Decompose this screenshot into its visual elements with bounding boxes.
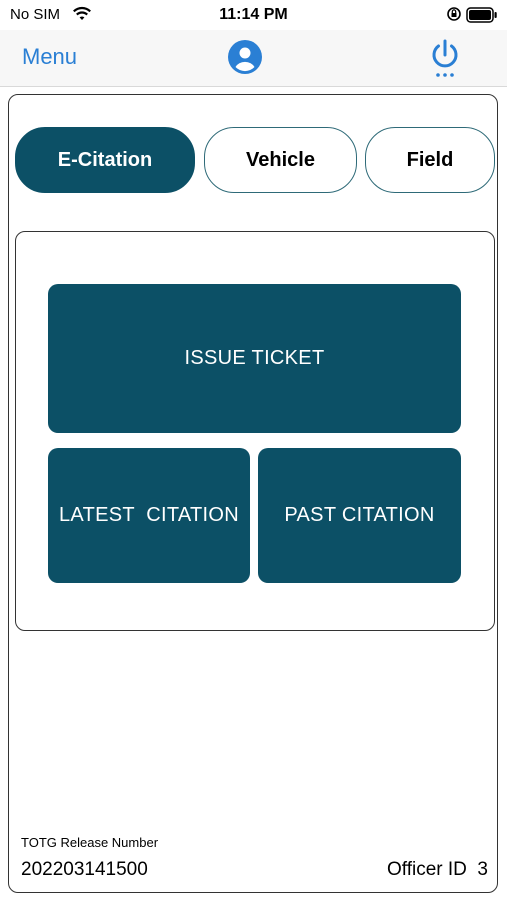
tab-vehicle[interactable]: Vehicle (204, 127, 357, 193)
issue-ticket-button[interactable]: ISSUE TICKET (48, 284, 461, 433)
latest-citation-button[interactable]: LATEST CITATION (48, 448, 250, 583)
citation-actions-panel: ISSUE TICKET LATEST CITATION PAST CITATI… (15, 231, 495, 631)
status-time: 11:14 PM (219, 6, 288, 23)
tab-bar: E-Citation Vehicle Field (15, 127, 495, 193)
wifi-icon (72, 6, 92, 27)
menu-button[interactable]: Menu (22, 44, 78, 69)
power-icon[interactable] (428, 38, 462, 78)
profile-icon[interactable] (227, 39, 263, 75)
release-number-label: TOTG Release Number (21, 835, 159, 850)
status-bar: No SIM 11:14 PM (0, 0, 507, 30)
officer-id: Officer ID 3 (386, 859, 488, 880)
battery-icon (466, 7, 498, 28)
carrier-label: No SIM (10, 6, 61, 23)
past-citation-button[interactable]: PAST CITATION (258, 448, 461, 583)
orientation-lock-icon (446, 6, 462, 27)
nav-bar: Menu (0, 30, 507, 87)
tab-field[interactable]: Field (365, 127, 495, 193)
main-card: E-Citation Vehicle Field ISSUE TICKET LA… (8, 94, 498, 893)
tab-e-citation[interactable]: E-Citation (15, 127, 195, 193)
release-number-value: 202203141500 (21, 859, 148, 880)
